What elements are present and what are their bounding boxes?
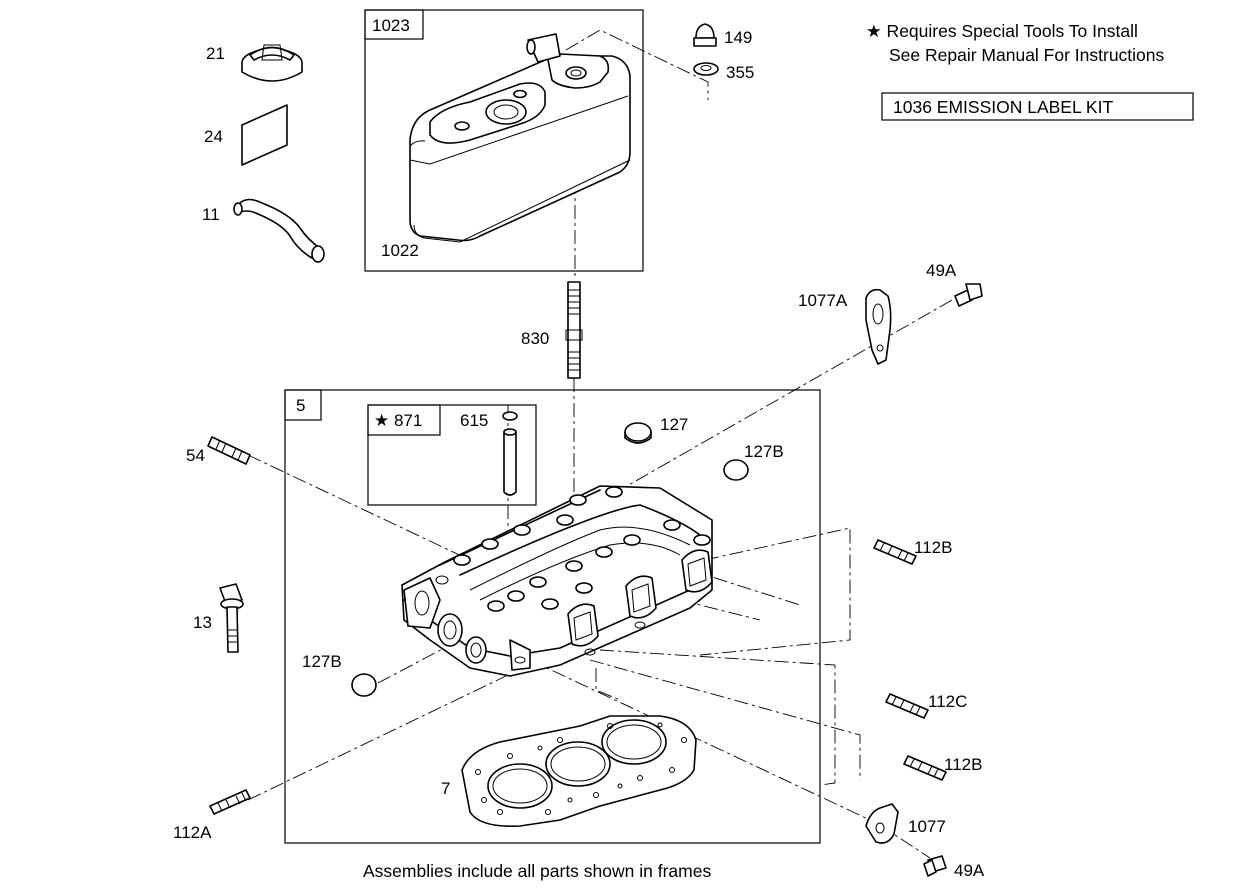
head-gasket-part xyxy=(461,715,697,828)
emission-kit-label: 1036 EMISSION LABEL KIT xyxy=(893,97,1113,117)
part-label-7: 7 xyxy=(441,779,450,798)
stud-112B-top-part xyxy=(873,539,917,565)
emission-kit-box xyxy=(881,92,1194,121)
valve-cover-part xyxy=(409,33,631,243)
part-label-1022: 1022 xyxy=(381,241,419,260)
flange-bolt-bottom-part xyxy=(923,855,947,877)
stud-54-part xyxy=(207,436,251,465)
oil-fill-cap-part xyxy=(241,44,303,82)
expansion-plug-part xyxy=(624,422,652,444)
cover-stud-part xyxy=(565,281,583,379)
part-label-1077A: 1077A xyxy=(798,291,848,310)
part-label-127B-top: 127B xyxy=(744,442,784,461)
part-label-112C: 112C xyxy=(928,692,967,711)
cylinder-head-frame: 5 xyxy=(284,389,821,844)
valve-guide-part xyxy=(502,411,518,496)
part-label-49A-top: 49A xyxy=(926,261,957,280)
guide-kit-frame: ★ 871 xyxy=(367,404,537,506)
part-label-127: 127 xyxy=(660,415,688,434)
lifting-bracket-top-part xyxy=(865,288,892,365)
stud-112A-part xyxy=(209,789,251,815)
part-label-149: 149 xyxy=(724,28,752,47)
part-label-112B-top: 112B xyxy=(914,538,952,557)
part-label-112B-bottom: 112B xyxy=(944,755,982,774)
head-bolt-part xyxy=(219,583,244,653)
frame-label-5: 5 xyxy=(296,396,305,415)
expansion-plug-b-left-part xyxy=(351,673,377,697)
stud-112B-bottom-part xyxy=(903,755,947,781)
cap-nut-part xyxy=(693,23,717,47)
decal-part xyxy=(241,104,288,166)
expansion-plug-b-top-part xyxy=(723,459,749,481)
valve-cover-frame: 1023 xyxy=(364,9,644,272)
special-tools-note-line2: See Repair Manual For Instructions xyxy=(889,45,1165,65)
part-label-21: 21 xyxy=(206,44,225,63)
part-label-830: 830 xyxy=(521,329,549,348)
part-label-355: 355 xyxy=(726,63,754,82)
cylinder-head-part xyxy=(401,485,713,677)
part-label-127B-left: 127B xyxy=(302,652,342,671)
flange-bolt-top-part xyxy=(954,283,983,307)
sealing-washer-part xyxy=(693,62,719,76)
part-label-24: 24 xyxy=(204,127,223,146)
footer-note: Assemblies include all parts shown in fr… xyxy=(363,861,711,881)
frame-label-871: ★ 871 xyxy=(374,411,422,430)
lifting-bracket-bottom-part xyxy=(865,803,899,844)
frame-label-1023: 1023 xyxy=(372,16,410,35)
stud-112C-part xyxy=(885,693,929,719)
special-tools-note-line1: ★ Requires Special Tools To Install xyxy=(866,21,1138,41)
part-label-11: 11 xyxy=(202,205,220,224)
breather-hose-part xyxy=(233,198,325,263)
part-label-1077: 1077 xyxy=(908,817,946,836)
part-label-49A-bottom: 49A xyxy=(954,861,985,880)
part-label-54: 54 xyxy=(186,446,205,465)
part-label-112A: 112A xyxy=(173,823,212,842)
part-label-13: 13 xyxy=(193,613,212,632)
part-label-615: 615 xyxy=(460,411,488,430)
